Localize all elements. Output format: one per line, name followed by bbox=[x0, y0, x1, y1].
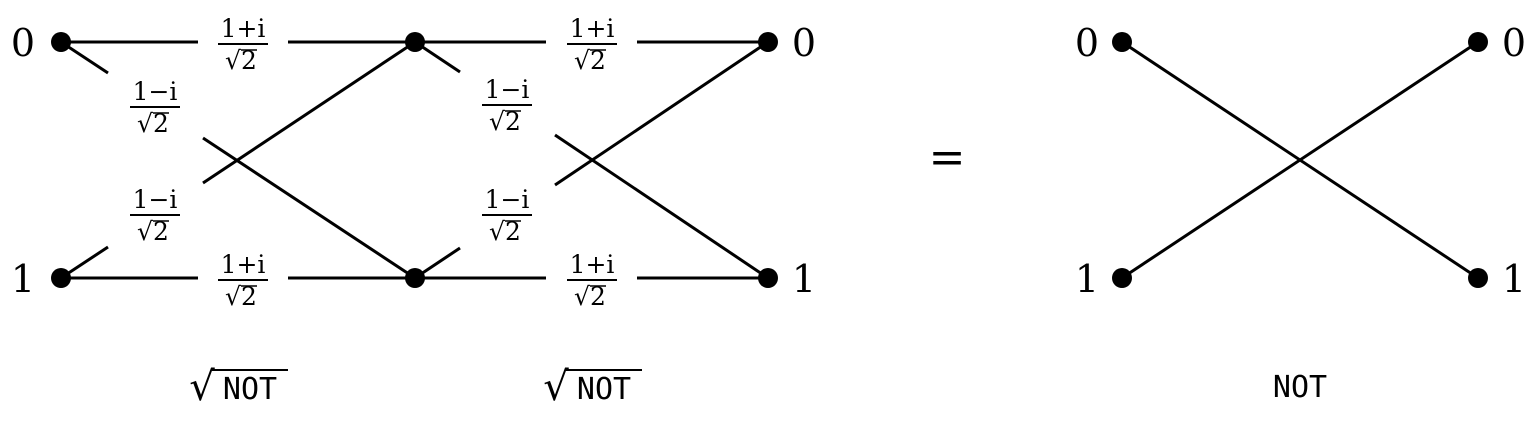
label-right-1: 1 bbox=[792, 257, 816, 301]
sqrt-sign: √ bbox=[489, 217, 505, 246]
edge-1-0-right-b bbox=[554, 40, 769, 187]
amp-diag-up-right: 1−i √ 2 bbox=[482, 185, 532, 246]
amp-denominator: 2 bbox=[241, 282, 257, 311]
label-not-left-1: 1 bbox=[1075, 257, 1099, 301]
amp-numerator: 1+i bbox=[570, 250, 615, 279]
node-labels: 0 1 0 1 0 1 0 1 bbox=[11, 21, 1526, 301]
amp-numerator: 1+i bbox=[221, 250, 266, 279]
amp-denominator: 2 bbox=[153, 109, 169, 138]
amp-denominator: 2 bbox=[590, 282, 606, 311]
edge-not-1-0 bbox=[1121, 40, 1479, 280]
amp-numerator: 1−i bbox=[133, 185, 178, 214]
node-right-1 bbox=[758, 268, 778, 288]
label-not-left-0: 0 bbox=[1075, 21, 1099, 65]
amp-denominator: 2 bbox=[505, 217, 521, 246]
amp-denominator: 2 bbox=[590, 46, 606, 75]
amp-numerator: 1+i bbox=[570, 14, 615, 43]
sqrt-sign: √ bbox=[225, 282, 241, 311]
sqrt-sign: √ bbox=[574, 282, 590, 311]
label-left-0: 0 bbox=[11, 21, 35, 65]
node-not-right-0 bbox=[1468, 32, 1488, 52]
edge-1-0-left-b bbox=[202, 40, 416, 185]
amp-numerator: 1−i bbox=[485, 185, 530, 214]
not-gate bbox=[1121, 40, 1479, 280]
node-not-left-0 bbox=[1112, 32, 1132, 52]
caption-sqrt-not-1: √ NOT bbox=[189, 364, 288, 410]
sqrt-sign: √ bbox=[225, 46, 241, 75]
label-left-1: 1 bbox=[11, 257, 35, 301]
amp-diag-down-left: 1−i √ 2 bbox=[130, 77, 180, 138]
caption-not: NOT bbox=[1273, 370, 1327, 405]
caption-sqrt-not-text: NOT bbox=[577, 372, 631, 407]
nodes bbox=[51, 32, 1488, 288]
amp-diag-up-left: 1−i √ 2 bbox=[130, 185, 180, 246]
node-left-1 bbox=[51, 268, 71, 288]
amp-top-right: 1+i √ 2 bbox=[567, 14, 617, 75]
node-right-0 bbox=[758, 32, 778, 52]
amp-denominator: 2 bbox=[505, 107, 521, 136]
sqrt-sign: √ bbox=[574, 46, 590, 75]
sqrt-not-stage-2 bbox=[414, 40, 769, 280]
sqrt-not-stage-1 bbox=[60, 40, 416, 280]
caption-radical-sign: √ bbox=[543, 364, 569, 410]
node-mid-0 bbox=[405, 32, 425, 52]
amp-numerator: 1−i bbox=[133, 77, 178, 106]
amp-numerator: 1−i bbox=[485, 75, 530, 104]
node-mid-1 bbox=[405, 268, 425, 288]
amp-bottom-left: 1+i √ 2 bbox=[218, 250, 268, 311]
node-not-right-1 bbox=[1468, 268, 1488, 288]
amp-denominator: 2 bbox=[241, 46, 257, 75]
node-not-left-1 bbox=[1112, 268, 1132, 288]
label-not-right-0: 0 bbox=[1502, 21, 1526, 65]
sqrt-sign: √ bbox=[489, 107, 505, 136]
label-not-right-1: 1 bbox=[1502, 257, 1526, 301]
amp-numerator: 1+i bbox=[221, 14, 266, 43]
sqrt-sign: √ bbox=[137, 217, 153, 246]
node-left-0 bbox=[51, 32, 71, 52]
caption-sqrt-not-2: √ NOT bbox=[543, 364, 642, 410]
caption-radical-sign: √ bbox=[189, 364, 215, 410]
caption-sqrt-not-text: NOT bbox=[223, 372, 277, 407]
edge-0-1-left-b bbox=[202, 136, 416, 280]
amp-diag-down-right: 1−i √ 2 bbox=[482, 75, 532, 136]
edge-0-1-right-b bbox=[554, 133, 769, 280]
amp-top-left: 1+i √ 2 bbox=[218, 14, 268, 75]
equals-sign: = bbox=[929, 132, 966, 183]
amp-bottom-right: 1+i √ 2 bbox=[567, 250, 617, 311]
label-right-0: 0 bbox=[792, 21, 816, 65]
amp-denominator: 2 bbox=[153, 217, 169, 246]
sqrt-sign: √ bbox=[137, 109, 153, 138]
